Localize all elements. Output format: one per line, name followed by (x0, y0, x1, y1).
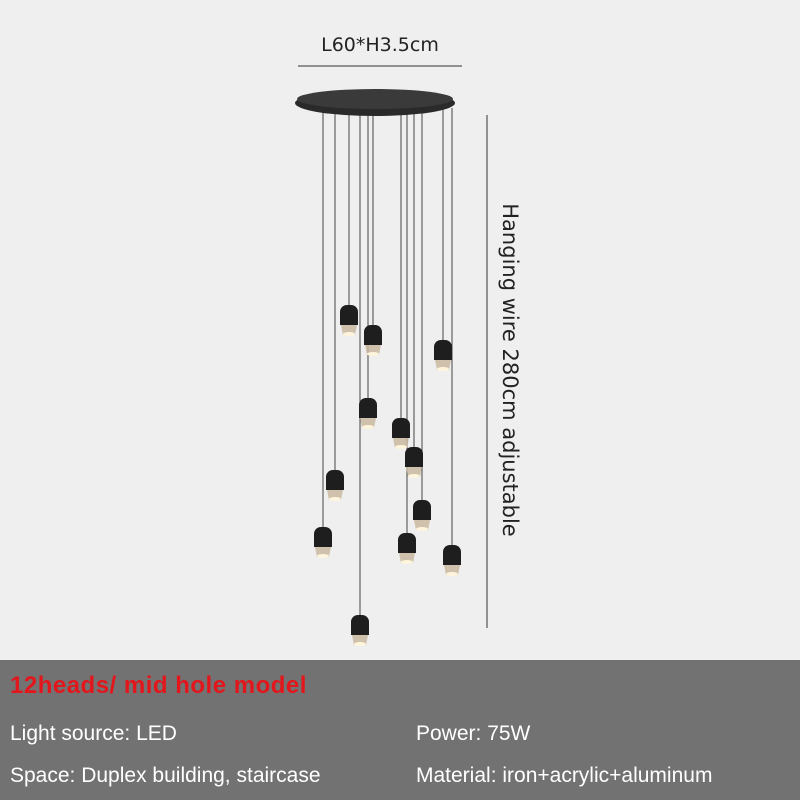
pendant-head (359, 398, 377, 429)
spec-panel: 12heads/ mid hole model Light source: LE… (0, 660, 800, 800)
pendant-head (443, 545, 461, 576)
wire-dimension-label: Hanging wire 280cm adjustable (498, 203, 522, 537)
hanging-wires (322, 108, 453, 615)
pendant-light-illustration (295, 65, 488, 646)
pendant-head (351, 615, 369, 646)
spec-power: Power: 75W (416, 722, 531, 745)
pendant-heads (314, 305, 461, 646)
spec-material: Material: iron+acrylic+aluminum (416, 764, 713, 787)
pendant-head (364, 325, 382, 356)
pendant-head (398, 533, 416, 564)
product-image: L60*H3.5cm Hanging wire 280cm adjustable (295, 34, 522, 646)
pendant-head (326, 470, 344, 501)
spec-space: Space: Duplex building, staircase (10, 764, 321, 787)
pendant-head (405, 447, 423, 478)
model-title: 12heads/ mid hole model (10, 672, 307, 699)
pendant-head (434, 340, 452, 371)
canopy-dimension-label: L60*H3.5cm (321, 34, 439, 56)
pendant-head (392, 418, 410, 449)
pendant-head (413, 500, 431, 531)
spec-light-source: Light source: LED (10, 722, 177, 745)
pendant-head (314, 527, 332, 558)
pendant-head (340, 305, 358, 336)
